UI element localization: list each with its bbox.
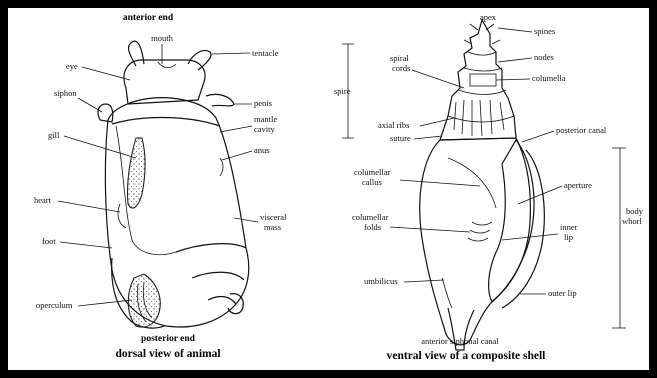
columella-label: columella — [532, 73, 566, 83]
siphon-label: siphon — [54, 88, 77, 98]
gill-label: gill — [48, 130, 60, 140]
columellar-callus-label-2: callus — [362, 177, 382, 187]
columellar-folds-label-2: folds — [364, 222, 381, 232]
mantle-label: mantle — [254, 114, 277, 124]
foot-label: foot — [42, 236, 56, 246]
spire-label: spire — [334, 86, 351, 96]
columellar-callus-label-1: columellar — [354, 167, 391, 177]
anterior-end-label: anterior end — [123, 13, 174, 23]
cords-label: cords — [392, 63, 410, 73]
snail-body-drawing — [98, 41, 249, 328]
suture-label: suture — [390, 133, 411, 143]
penis-label: penis — [254, 98, 272, 108]
anterior-siphonal-canal-label: anterior siphonal canal — [421, 336, 499, 346]
posterior-end-label: posterior end — [141, 334, 196, 344]
eye-label: eye — [66, 61, 78, 71]
columellar-folds-label-1: columellar — [352, 212, 389, 222]
heart-label: heart — [34, 195, 52, 205]
spiral-label: spiral — [390, 53, 410, 63]
shell-drawing — [420, 20, 545, 350]
axial-ribs-label: axial ribs — [378, 120, 409, 130]
aperture-label: aperture — [564, 180, 592, 190]
right-caption: ventral view of a composite shell — [387, 350, 546, 362]
operculum-label: operculum — [36, 300, 73, 310]
nodes-label: nodes — [534, 52, 554, 62]
visceral-label: visceral — [260, 212, 287, 222]
cavity-label: cavity — [254, 124, 276, 134]
outer-lip-label: outer lip — [548, 288, 577, 298]
umbilicus-label: umbilicus — [364, 276, 398, 286]
mouth-label: mouth — [151, 33, 173, 43]
tentacle-label: tentacle — [252, 48, 279, 58]
lip-label: lip — [564, 232, 573, 242]
anus-label: anus — [254, 145, 270, 155]
left-caption: dorsal view of animal — [115, 348, 220, 360]
body-label: body — [626, 206, 644, 216]
posterior-canal-label: posterior canal — [556, 125, 607, 135]
apex-label: apex — [480, 12, 497, 22]
whorl-label: whorl — [622, 216, 642, 226]
inner-label: inner — [560, 222, 578, 232]
snail-anatomy-figure: anterior end mouth tentacle eye siphon p… — [8, 8, 649, 370]
mass-label: mass — [264, 222, 281, 232]
spines-label: spines — [534, 26, 555, 36]
